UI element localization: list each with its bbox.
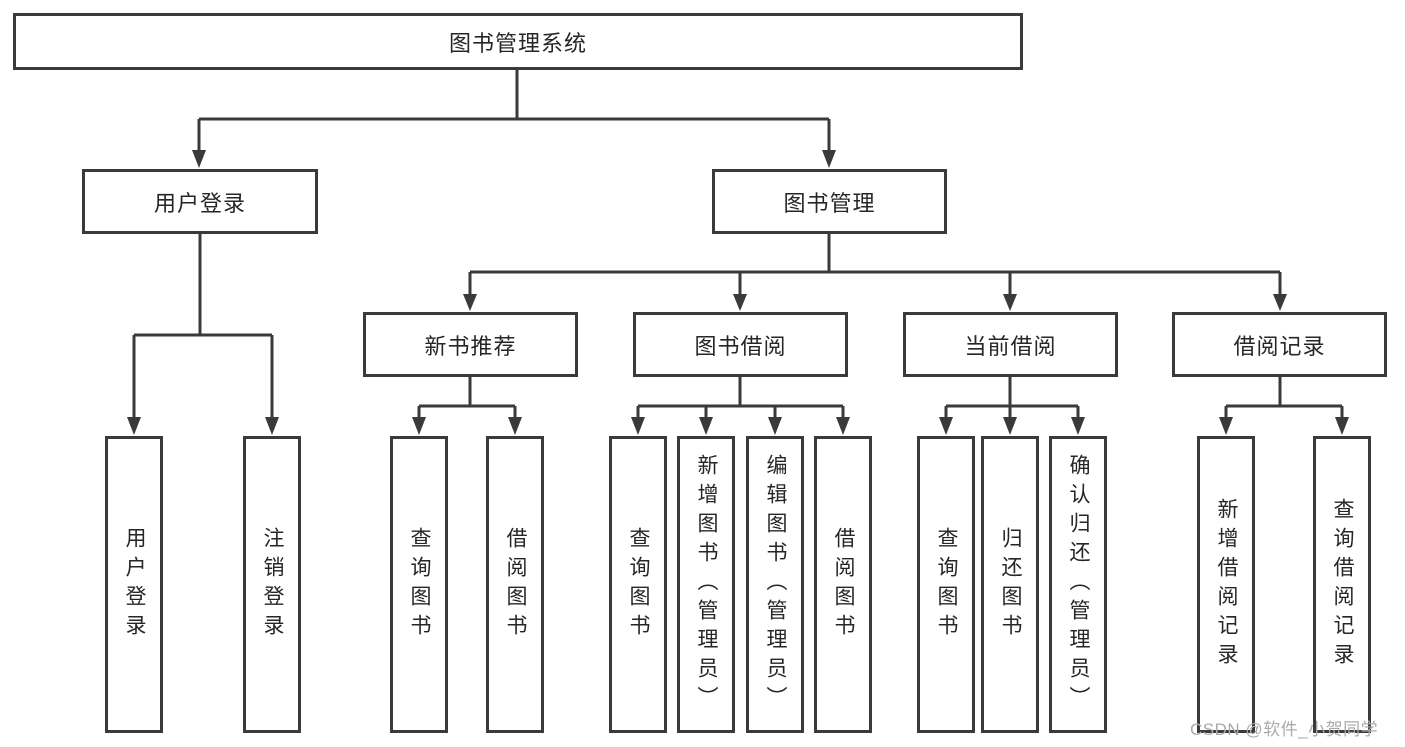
- node-label: 查询图书: [408, 526, 431, 643]
- node-label: 编辑图书（管理员）: [764, 454, 787, 715]
- node-add-borrow-record: 新增借阅记录: [1197, 436, 1255, 733]
- node-label: 图书管理: [783, 190, 876, 216]
- csdn-watermark: CSDN @软件_小贺同学: [1190, 720, 1379, 739]
- node-label: 新增借阅记录: [1215, 497, 1238, 672]
- node-label: 查询借阅记录: [1331, 497, 1354, 672]
- node-label: 新书推荐: [424, 333, 517, 359]
- node-label: 用户登录: [153, 190, 246, 216]
- node-book-management-system: 图书管理系统: [13, 13, 1023, 70]
- connector-path: [132, 70, 1344, 420]
- node-return-book: 归还图书: [981, 436, 1039, 733]
- node-label: 当前借阅: [964, 333, 1057, 359]
- node-current-borrowing: 当前借阅: [903, 312, 1118, 377]
- node-label: 归还图书: [999, 526, 1022, 643]
- node-book-management-branch: 图书管理: [712, 169, 947, 234]
- node-label: 查询图书: [627, 526, 650, 643]
- node-label: 查询图书: [935, 526, 958, 643]
- node-add-book-admin: 新增图书（管理员）: [677, 436, 735, 733]
- node-borrow-books-recommend: 借阅图书: [486, 436, 544, 733]
- node-borrow-books: 借阅图书: [814, 436, 872, 733]
- node-query-books-current: 查询图书: [917, 436, 975, 733]
- node-label: 图书借阅: [694, 333, 787, 359]
- node-logout: 注销登录: [243, 436, 301, 733]
- node-label: 借阅记录: [1233, 333, 1326, 359]
- node-edit-book-admin: 编辑图书（管理员）: [746, 436, 804, 733]
- node-new-book-recommendation: 新书推荐: [363, 312, 578, 377]
- node-confirm-return-admin: 确认归还（管理员）: [1049, 436, 1107, 733]
- node-label: 确认归还（管理员）: [1067, 454, 1090, 715]
- node-borrowing-records: 借阅记录: [1172, 312, 1387, 377]
- node-label: 用户登录: [123, 526, 146, 643]
- node-user-login-branch: 用户登录: [82, 169, 318, 234]
- node-label: 图书管理系统: [448, 30, 587, 56]
- node-query-borrow-record: 查询借阅记录: [1313, 436, 1371, 733]
- node-label: 新增图书（管理员）: [695, 454, 718, 715]
- node-label: 借阅图书: [504, 526, 527, 643]
- node-query-books-recommend: 查询图书: [390, 436, 448, 733]
- node-query-books-borrowing: 查询图书: [609, 436, 667, 733]
- node-label: 借阅图书: [832, 526, 855, 643]
- node-user-login: 用户登录: [105, 436, 163, 733]
- node-book-borrowing: 图书借阅: [633, 312, 848, 377]
- node-label: 注销登录: [261, 526, 284, 643]
